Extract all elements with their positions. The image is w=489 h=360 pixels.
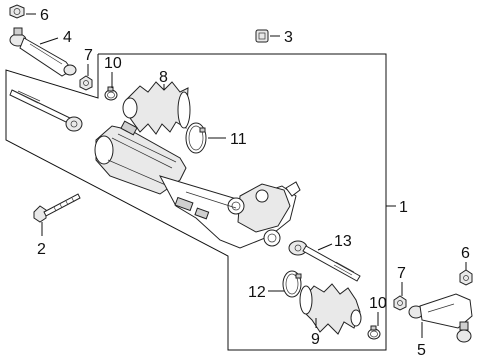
callout-12: 12 bbox=[248, 284, 266, 301]
inner-tie-rod-right bbox=[288, 240, 361, 282]
tie-rod-end-left bbox=[9, 27, 77, 77]
jam-nut-left bbox=[79, 75, 93, 91]
callout-4-leader bbox=[39, 37, 59, 45]
callout-10-bottom: 10 bbox=[369, 295, 387, 312]
assembly-outline bbox=[5, 53, 387, 351]
tie-rod-end-right bbox=[408, 293, 473, 343]
callout-3: 3 bbox=[284, 29, 293, 46]
callout-10-top: 10 bbox=[104, 55, 122, 72]
nut-left bbox=[9, 4, 25, 19]
clamp-ring-upper bbox=[185, 122, 207, 154]
callout-2: 2 bbox=[37, 241, 46, 258]
callout-7-left: 7 bbox=[84, 47, 93, 64]
clamp-ring-lower bbox=[282, 270, 302, 298]
callout-6-left: 6 bbox=[40, 7, 49, 24]
callout-9: 9 bbox=[311, 331, 320, 348]
mounting-bolt bbox=[33, 193, 81, 223]
clip bbox=[255, 29, 269, 43]
callout-5: 5 bbox=[417, 342, 426, 359]
callout-13: 13 bbox=[334, 233, 352, 250]
callout-7-right: 7 bbox=[397, 265, 406, 282]
callout-1: 1 bbox=[399, 199, 408, 216]
boot-lower bbox=[299, 283, 362, 335]
callout-13-leader bbox=[317, 243, 333, 251]
steering-gear-housing bbox=[94, 120, 301, 249]
jam-nut-right bbox=[393, 295, 407, 311]
boot-upper bbox=[122, 81, 191, 135]
clamp-bottom bbox=[367, 325, 381, 340]
inner-tie-rod-left bbox=[9, 89, 83, 132]
callout-8: 8 bbox=[159, 69, 168, 86]
callout-4: 4 bbox=[63, 29, 72, 46]
callout-6-right: 6 bbox=[461, 245, 470, 262]
clamp-top bbox=[104, 86, 118, 101]
nut-right bbox=[459, 269, 473, 286]
callout-11: 11 bbox=[230, 131, 247, 148]
